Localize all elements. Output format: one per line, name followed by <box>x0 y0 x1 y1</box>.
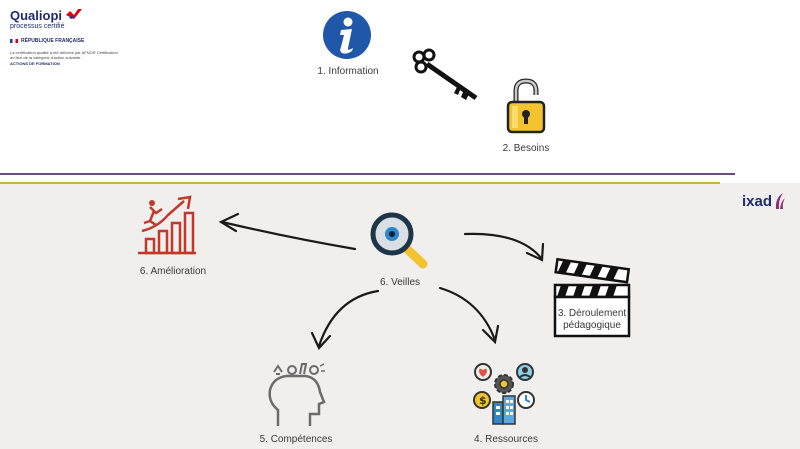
ixad-logo: ixad <box>742 192 786 210</box>
actions-de-formation: ACTIONS DE FORMATION <box>10 61 60 66</box>
resources-icon: $ <box>473 363 535 425</box>
divider-gold <box>0 182 720 184</box>
step-information-label: 1. Information <box>317 66 379 77</box>
step-competences-label: 5. Compétences <box>259 434 333 445</box>
step-amelioration-label: 6. Amélioration <box>139 266 207 277</box>
arrow-to-amelioration <box>218 212 357 251</box>
french-flag-icon <box>10 39 18 43</box>
step-ressources-label: 4. Ressources <box>474 434 538 445</box>
step-veilles-label: 6. Veilles <box>379 277 421 288</box>
step-deroulement-label: 3. Déroulement pédagogique <box>552 308 632 332</box>
head-ideas-icon <box>268 363 326 426</box>
ixad-leaf-icon <box>775 193 786 209</box>
qualiopi-check-icon <box>65 9 82 19</box>
improvement-chart-icon <box>138 195 196 255</box>
magnifier-icon <box>370 212 428 269</box>
qualiopi-logo: Qualiopi <box>10 9 120 22</box>
svg-text:$: $ <box>479 394 487 407</box>
clapperboard-icon <box>553 257 631 338</box>
step-besoins-label: 2. Besoins <box>502 143 550 154</box>
certification-text: La certification qualité a été délivrée … <box>10 50 118 60</box>
arrow-to-competences <box>310 289 380 350</box>
arrow-to-deroulement <box>463 232 545 262</box>
padlock-icon <box>506 78 546 134</box>
key-icon <box>412 48 478 101</box>
information-icon <box>323 11 371 59</box>
arrow-to-ressources <box>438 286 500 345</box>
step-deroulement-line1: 3. Déroulement <box>557 308 627 319</box>
republique-francaise: RÉPUBLIQUE FRANÇAISE <box>10 38 120 44</box>
qualiopi-tagline: processus certifié <box>10 23 65 30</box>
divider-purple <box>0 173 735 175</box>
step-deroulement-line2: pédagogique <box>563 320 621 331</box>
qualiopi-block: Qualiopi processus certifié RÉPUBLIQUE F… <box>10 9 120 66</box>
